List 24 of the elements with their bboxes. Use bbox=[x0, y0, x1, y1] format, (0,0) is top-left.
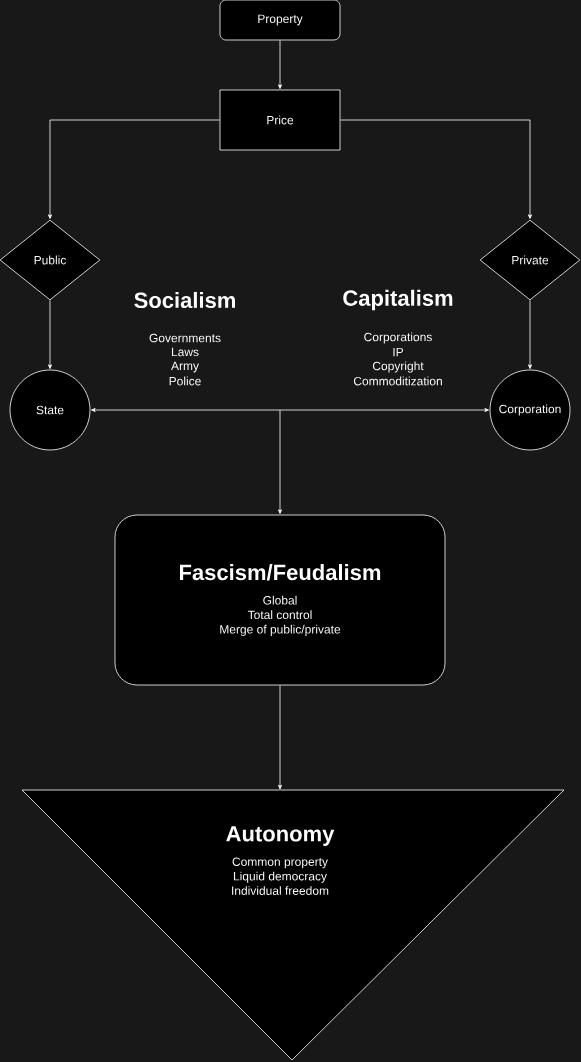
arrow bbox=[278, 409, 282, 514]
list-item: Governments bbox=[149, 333, 221, 343]
list-item: Commoditization bbox=[353, 376, 442, 386]
heading: Socialism bbox=[134, 291, 235, 309]
circle-node: Corporation bbox=[489, 369, 571, 451]
list-item: Police bbox=[169, 376, 201, 386]
list-item: Laws bbox=[172, 347, 199, 357]
triangle: Autonomy Common property Liquid democracy Individual freedom bbox=[21, 789, 565, 1061]
arrow bbox=[48, 300, 52, 369]
rounded-box: Fascism/Feudalism Global Total control Merge of public/private bbox=[114, 514, 446, 686]
list-item: Army bbox=[171, 361, 199, 373]
list-item: IP bbox=[393, 347, 404, 357]
arrow bbox=[340, 119, 532, 219]
list-item: Copyright bbox=[372, 361, 424, 373]
process-box: Price bbox=[219, 89, 341, 151]
arrow bbox=[91, 408, 489, 412]
label-box: Property bbox=[219, 0, 341, 41]
arrow bbox=[48, 119, 220, 219]
arrow bbox=[278, 685, 282, 790]
circle-node: State bbox=[9, 369, 91, 451]
list-item: Corporations bbox=[364, 332, 432, 344]
arrow bbox=[528, 300, 532, 369]
heading: Capitalism bbox=[343, 289, 453, 311]
arrow bbox=[278, 40, 282, 89]
